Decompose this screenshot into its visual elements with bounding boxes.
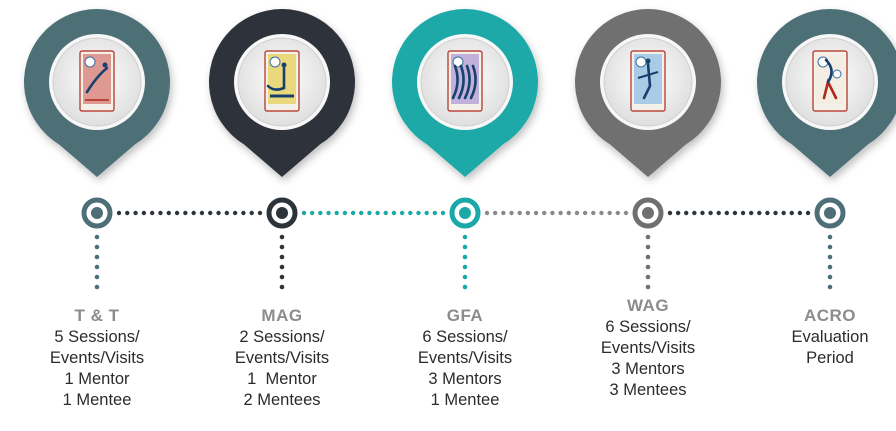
milestone-detail-line: 3 Mentors [611,360,685,378]
milestone-title: GFA [446,306,484,325]
connector-dots-2 [301,210,446,216]
milestone-detail-line: 1 Mentor [247,370,317,388]
milestone-title: T & T [74,306,120,325]
milestone-detail-line: 1 Mentee [62,391,132,409]
milestone-detail-line: Evaluation [791,328,869,346]
connector-dots-4 [667,210,811,216]
connector-dots-1 [116,210,263,216]
pin-badge-4 [600,34,696,130]
trampoline-gymnast-icon [79,50,115,112]
group-gymnasts-icon [447,50,483,112]
acrobatic-pair-icon [812,50,848,112]
milestone-detail-line: 3 Mentees [609,381,687,399]
milestone-detail-line: 1 Mentor [64,370,130,388]
milestone-title: MAG [261,306,303,325]
timeline-node-3 [449,197,481,229]
milestone-title: ACRO [803,306,857,325]
milestone-label-4: WAG 6 Sessions/Events/Visits 3 Mentors 3 Me… [573,295,723,401]
milestone-detail-line: Period [806,349,854,367]
milestone-detail-line: 5 Sessions/ [54,328,140,346]
stem-dots-4 [645,234,651,290]
pin-badge-1 [49,34,145,130]
milestone-detail-line: 1 Mentee [430,391,500,409]
milestone-label-3: GFA 6 Sessions/Events/Visits 3 Mentors 1 Me… [390,305,540,411]
pins [24,8,896,178]
stem-dots-3 [462,234,468,290]
balance-beam-gymnast-icon [630,50,666,112]
milestone-detail-line: Events/Visits [49,349,145,367]
nodes [81,197,846,229]
milestone-detail-line: 3 Mentors [428,370,502,388]
timeline-node-2 [266,197,298,229]
milestone-label-1: T & T 5 Sessions/Events/Visits 1 Mentor 1 M… [22,305,172,411]
stem-dots-2 [279,234,285,290]
milestone-detail-line: 2 Mentees [243,391,321,409]
pin-badge-3 [417,34,513,130]
pommel-horse-gymnast-icon [264,50,300,112]
timeline-node-5 [814,197,846,229]
connector-dots-3 [484,210,629,216]
connectors [94,210,833,290]
milestone-detail-line: 6 Sessions/ [422,328,508,346]
milestone-detail-line: Events/Visits [600,339,696,357]
milestone-detail-line: 2 Sessions/ [239,328,325,346]
stem-dots-1 [94,234,100,290]
milestone-title: WAG [626,296,670,315]
milestone-detail-line: Events/Visits [234,349,330,367]
milestone-detail-line: Events/Visits [417,349,513,367]
milestone-label-2: MAG 2 Sessions/Events/Visits 1 Mentor 2 Men… [207,305,357,411]
timeline-node-1 [81,197,113,229]
pin-badge-2 [234,34,330,130]
milestone-detail-line: 6 Sessions/ [605,318,691,336]
stem-dots-5 [827,234,833,290]
timeline-node-4 [632,197,664,229]
pin-badge-5 [782,34,878,130]
